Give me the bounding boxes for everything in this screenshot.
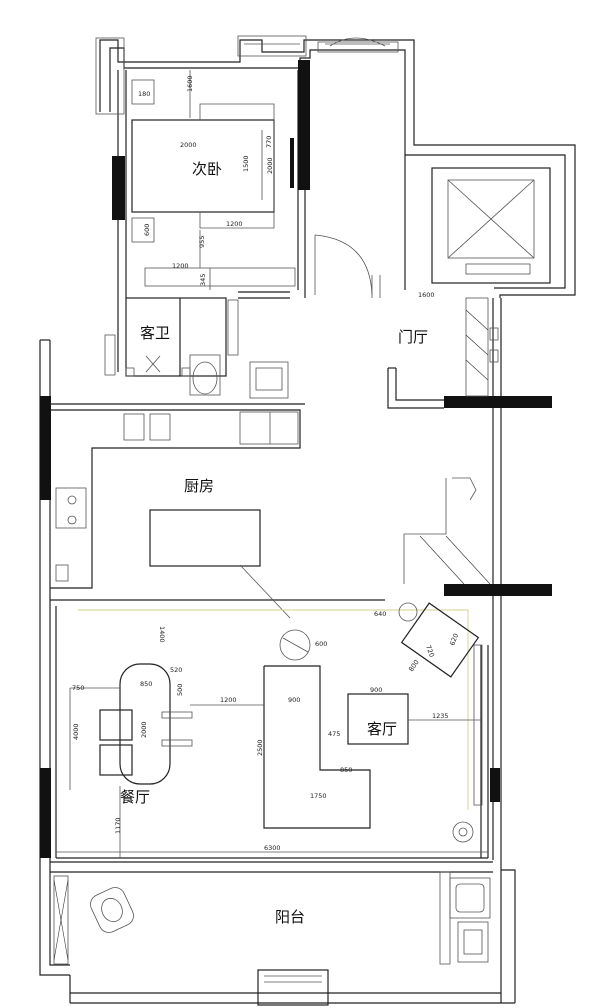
dim-label: 1235: [432, 712, 449, 720]
foyer-elements: [314, 167, 551, 409]
dim-label: 4000: [72, 723, 80, 740]
room-label-balcony: 阳台: [275, 908, 305, 926]
dim-label: 2000: [180, 141, 197, 149]
bathroom-fixtures: [104, 291, 290, 399]
dim-label: 2000: [140, 721, 148, 738]
room-label-foyer: 门厅: [398, 328, 428, 346]
dim-label: 1200: [226, 220, 243, 228]
room-label-guest-bathroom: 客卫: [140, 324, 170, 342]
dim-label: 850: [140, 680, 152, 688]
dim-label: 1200: [220, 696, 237, 704]
dim-label: 180: [138, 90, 150, 98]
room-label-secondary-bedroom: 次卧: [192, 160, 222, 178]
living-elements: [56, 602, 488, 858]
dim-label: 2500: [256, 739, 264, 756]
dim-label: 1170: [114, 817, 122, 834]
solid-walls: [40, 60, 552, 858]
dim-label: 500: [176, 684, 184, 696]
dim-label: 475: [328, 730, 340, 738]
dim-label: 1750: [310, 792, 327, 800]
dim-label: 900: [370, 686, 382, 694]
dim-label: 1400: [158, 626, 166, 643]
dim-label: 800: [407, 658, 421, 673]
dim-label: 720: [424, 644, 436, 658]
room-labels: 次卧 客卫 门厅 厨房 客厅 餐厅 阳台: [120, 160, 428, 926]
dim-label: 6300: [264, 844, 281, 852]
top-windows: [95, 35, 399, 115]
dim-label: 600: [143, 224, 151, 236]
bedroom-furniture: [131, 70, 296, 290]
dim-label: 620: [448, 632, 460, 646]
dim-label: 1500: [242, 155, 250, 172]
dim-label: 1600: [186, 75, 194, 92]
balcony-elements: [53, 871, 491, 965]
dim-label: 750: [72, 684, 84, 692]
dim-label: 345: [199, 274, 207, 286]
dim-label: 955: [198, 236, 206, 248]
room-label-kitchen: 厨房: [184, 477, 214, 495]
room-label-living-room: 客厅: [367, 720, 397, 738]
dim-label: 1600: [418, 291, 435, 299]
dim-label: 1200: [172, 262, 189, 270]
dim-label: 520: [170, 666, 182, 674]
kitchen-elements: [50, 403, 491, 661]
dimension-labels: 180 1600 2000 770 1500 2000 600 955 1200…: [72, 75, 460, 852]
room-label-dining-room: 餐厅: [120, 788, 150, 806]
dim-label: 2000: [266, 157, 274, 174]
dim-label: 900: [288, 696, 300, 704]
dim-label: 600: [315, 640, 327, 648]
dim-label: 640: [374, 610, 386, 618]
dim-label: 850: [340, 766, 352, 774]
dim-label: 770: [265, 136, 273, 148]
